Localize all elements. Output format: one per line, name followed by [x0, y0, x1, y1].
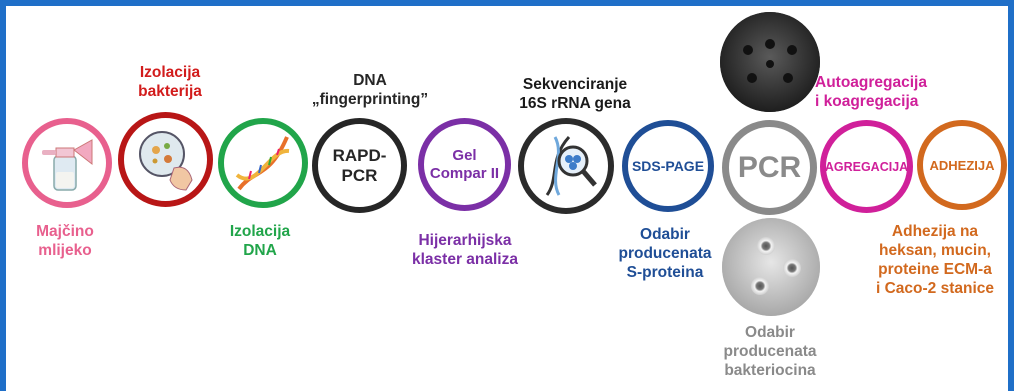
- pcr-circle: PCR: [722, 120, 817, 215]
- label-cluster-analysis: Hijerarhijska klaster analiza: [412, 232, 518, 268]
- rapd-pcr-circle: RAPD-PCR: [312, 118, 407, 213]
- adhesion-text: ADHEZIJA: [929, 157, 995, 173]
- adhesion-circle: ADHEZIJA: [917, 120, 1007, 210]
- label-breast-milk: Majčino mlijeko: [36, 223, 94, 259]
- gel-compar-circle: Gel Compar II: [418, 118, 511, 211]
- agar-plate-light-image: [722, 218, 820, 316]
- label-s-protein-producers: Odabir producenata S-proteina: [618, 226, 712, 281]
- label-sequencing: Sekvenciranje 16S rRNA gena: [519, 76, 631, 112]
- sequencing-circle: [518, 118, 614, 214]
- pcr-text: PCR: [737, 150, 802, 184]
- dna-isolation-circle: [218, 118, 308, 208]
- breast-pump-icon: [42, 139, 93, 191]
- sds-page-circle: SDS-PAGE: [622, 120, 714, 212]
- aggregation-text: AGREGACIJA: [824, 159, 909, 174]
- petri-dish-hand-icon: [138, 130, 193, 191]
- agar-plate-dark-image: [720, 12, 820, 112]
- aggregation-circle: AGREGACIJA: [820, 120, 913, 213]
- label-bacteriocin-producers: Odabir producenata bakteriocina: [723, 324, 817, 379]
- label-adhesion: Adhezija na heksan, mucin, proteine ECM-…: [875, 223, 995, 297]
- label-aggregation: Autoagregacija i koagregacija: [815, 74, 927, 110]
- dna-helix-icon: [235, 136, 290, 191]
- sds-page-text: SDS-PAGE: [631, 158, 705, 174]
- breast-milk-circle: [22, 118, 112, 208]
- rapd-pcr-text: RAPD-PCR: [332, 145, 387, 185]
- gel-compar-text: Gel Compar II: [429, 146, 500, 182]
- label-dna-isolation: Izolacija DNA: [229, 223, 291, 259]
- dna-magnifier-icon: [545, 135, 597, 196]
- label-bacteria-isolation: Izolacija bakterija: [138, 64, 202, 100]
- bacteria-isolation-circle: [118, 112, 213, 207]
- label-dna-fingerprinting: DNA „fingerprinting”: [311, 72, 429, 108]
